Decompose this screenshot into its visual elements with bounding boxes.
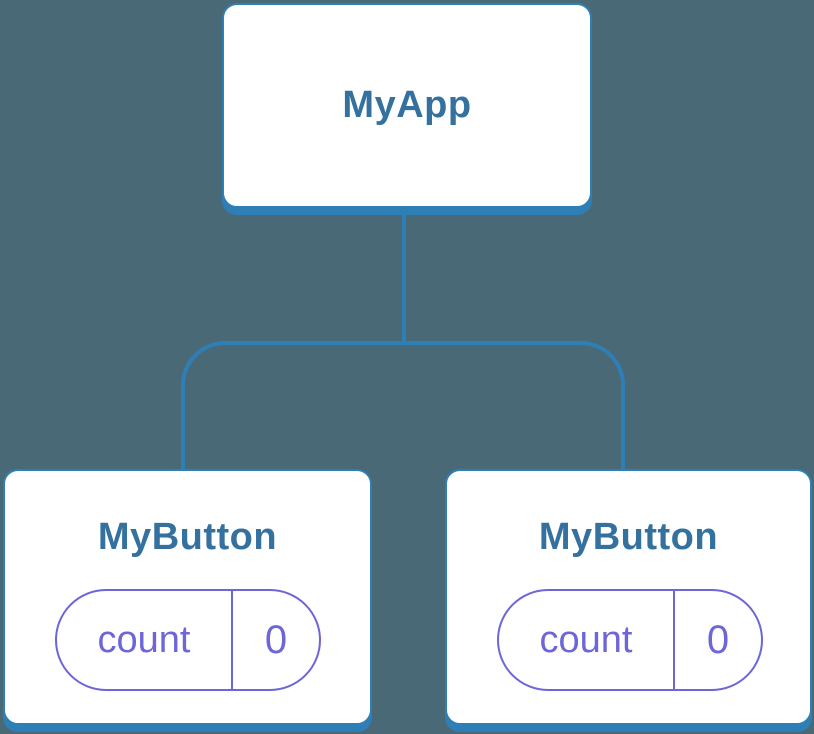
state-value-label: 0 [706, 617, 730, 662]
component-node-child-right: MyButton count 0 [445, 469, 812, 725]
state-name-label: count [57, 591, 233, 689]
child-right-node-label: MyButton [538, 516, 719, 558]
children-connector-bracket [181, 341, 625, 472]
state-pill-left: count 0 [55, 589, 321, 691]
state-name-label: count [499, 591, 675, 689]
child-left-node-label: MyButton [97, 516, 278, 558]
state-pill-right: count 0 [497, 589, 763, 691]
root-connector-line [402, 214, 406, 345]
state-value-label: 0 [264, 617, 288, 662]
root-node-label: MyApp [342, 84, 472, 126]
component-node-root: MyApp [222, 3, 592, 208]
component-node-child-left: MyButton count 0 [3, 469, 372, 725]
